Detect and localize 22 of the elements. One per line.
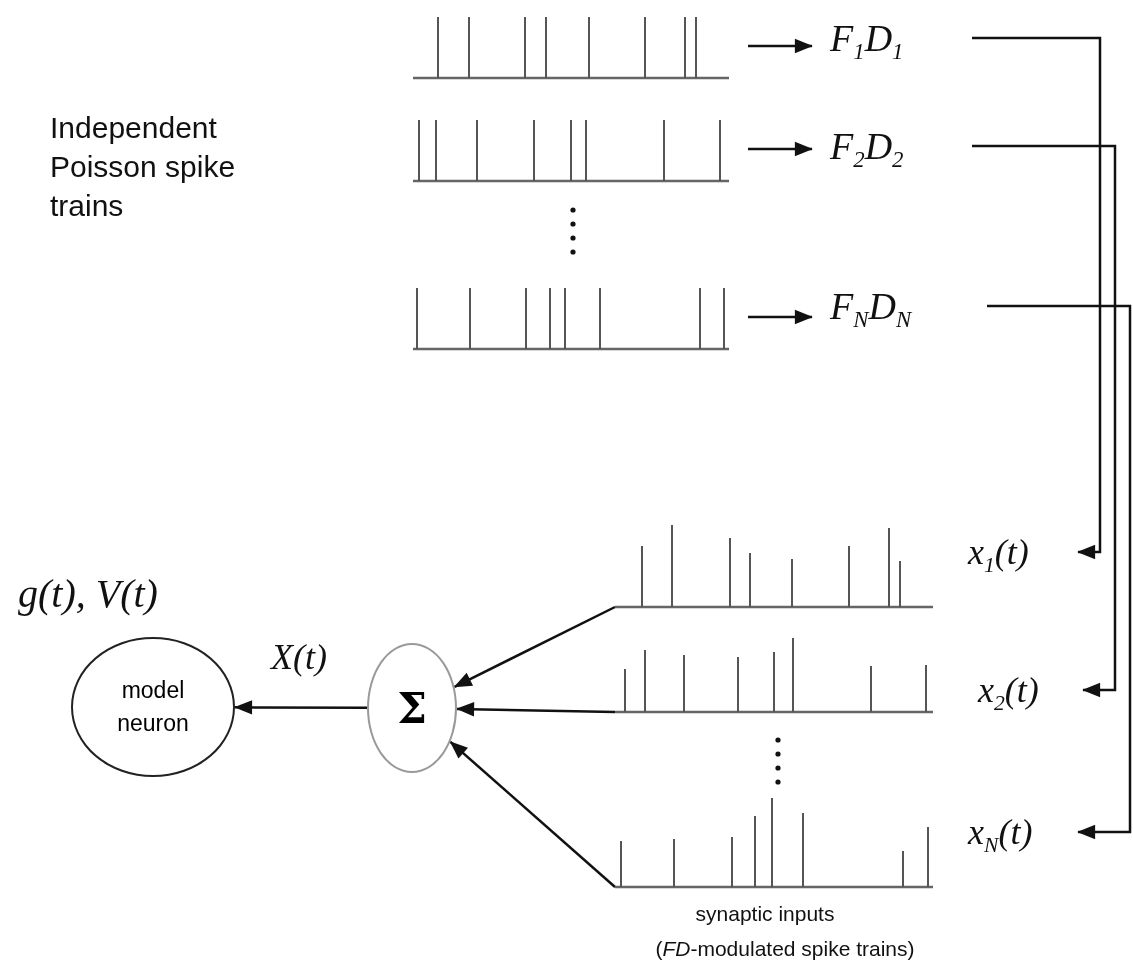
arrow: [234, 700, 367, 715]
label-text: Independent Poisson spike trains: [50, 110, 237, 224]
arrow: [972, 144, 1117, 698]
arrow: [972, 36, 1102, 560]
arrow: [453, 605, 616, 688]
arrow: [748, 309, 813, 325]
arrow: [748, 38, 813, 54]
arrow: [456, 702, 616, 717]
arrow: [748, 141, 813, 157]
math-label: F$_{N}$D$_{N}$: [812, 278, 987, 334]
caption-text: (FD-modulated spike trains): [654, 936, 916, 962]
signal-label: x$_{N}$(t): [968, 808, 1078, 856]
node-caption: g(t), V(t): [18, 570, 158, 617]
summation-node: Σ: [367, 643, 457, 773]
caption-text: synaptic inputs: [694, 901, 836, 927]
arrow: [449, 740, 616, 888]
signal-label: x$_{1}$(t): [968, 528, 1078, 576]
signal-label: x$_{2}$(t): [978, 666, 1083, 714]
math-label: F$_{2}$D$_{2}$: [812, 118, 972, 174]
neuron-ellipse: model neuron: [71, 637, 235, 777]
math-label: F$_{1}$D$_{1}$: [812, 10, 972, 66]
arrow: [987, 304, 1132, 840]
